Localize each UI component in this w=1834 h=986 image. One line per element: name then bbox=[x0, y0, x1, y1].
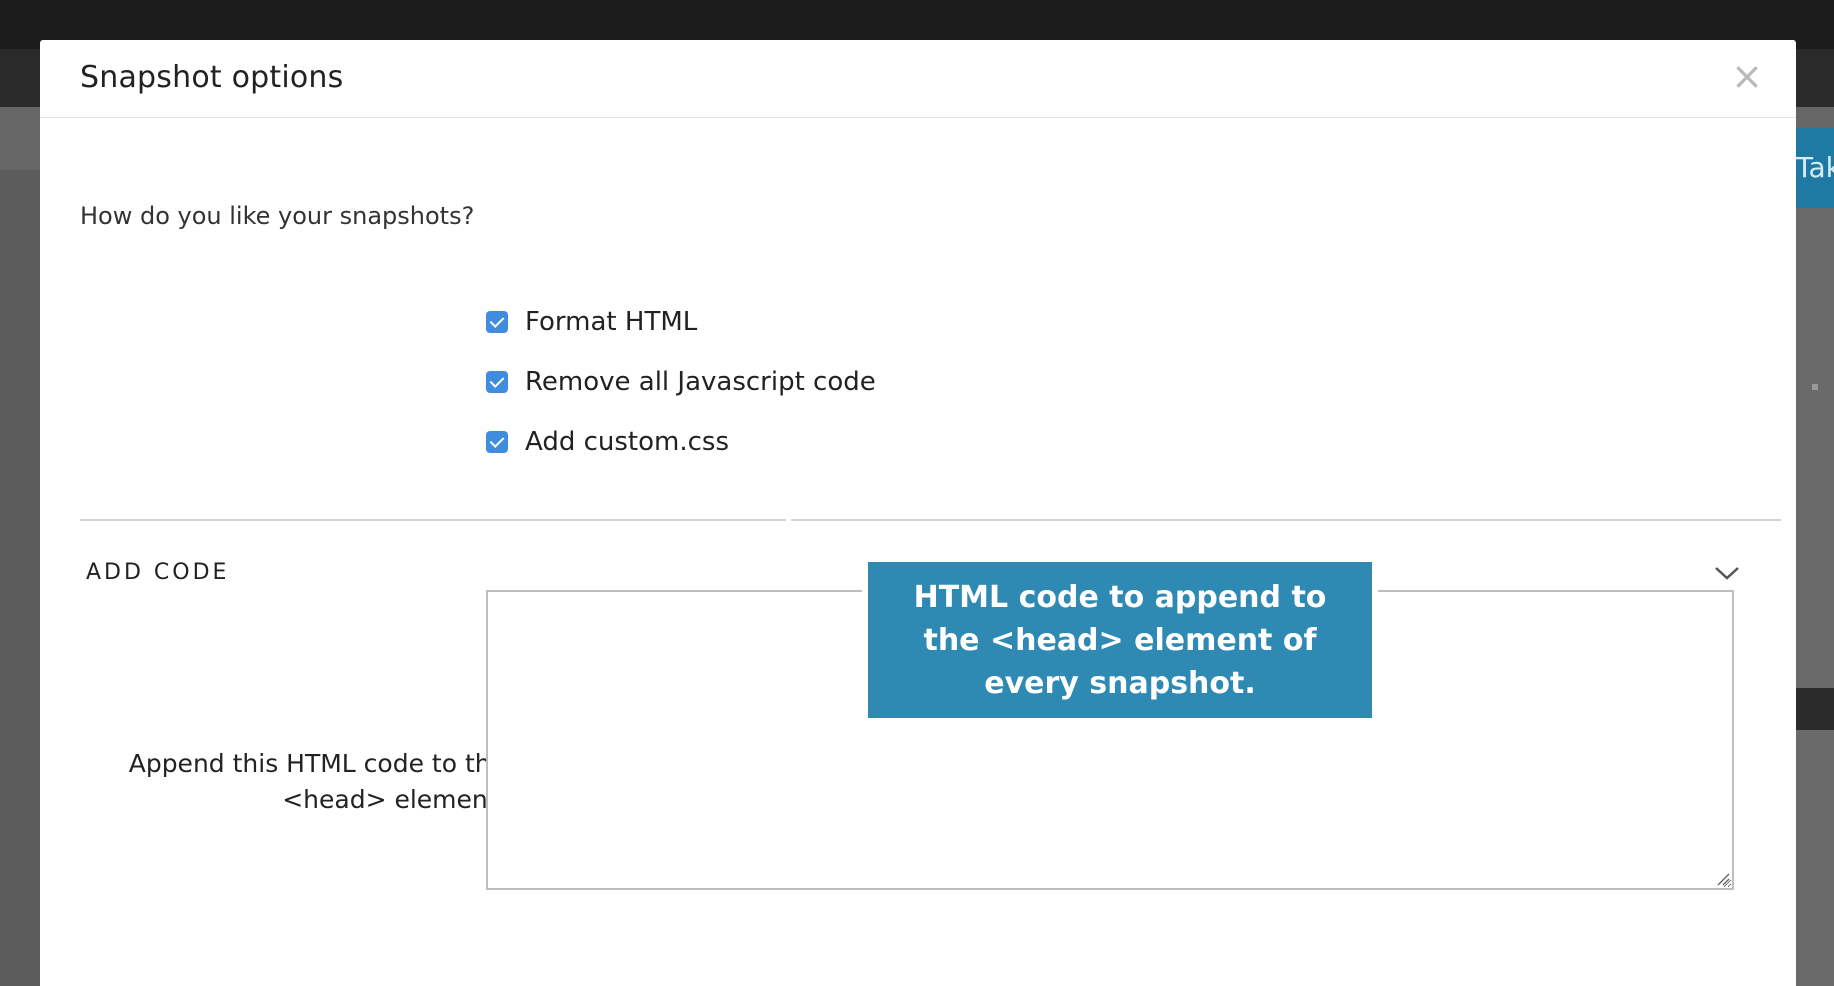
option-remove-javascript[interactable]: Remove all Javascript code bbox=[486, 362, 876, 402]
add-custom-css-checkbox[interactable] bbox=[486, 431, 508, 453]
head-code-label: Append this HTML code to the <head> elem… bbox=[128, 749, 506, 814]
snapshot-options-list: Format HTML Remove all Javascript code A… bbox=[486, 302, 876, 482]
option-add-custom-css[interactable]: Add custom.css bbox=[486, 422, 876, 462]
background-left-panel bbox=[0, 170, 40, 986]
option-label: Add custom.css bbox=[525, 427, 730, 457]
format-html-checkbox[interactable] bbox=[486, 311, 508, 333]
section-divider bbox=[80, 519, 786, 521]
chevron-down-icon[interactable] bbox=[1712, 558, 1742, 588]
remove-javascript-checkbox[interactable] bbox=[486, 371, 508, 393]
section-divider bbox=[791, 519, 1781, 521]
option-format-html[interactable]: Format HTML bbox=[486, 302, 876, 342]
head-code-tooltip: HTML code to append to the <head> elemen… bbox=[868, 562, 1372, 718]
close-icon[interactable]: × bbox=[1731, 54, 1763, 98]
modal-header: Snapshot options × bbox=[40, 40, 1796, 118]
intro-text: How do you like your snapshots? bbox=[80, 202, 475, 230]
snapshot-options-modal: Snapshot options × How do you like your … bbox=[40, 40, 1796, 986]
add-code-section-title[interactable]: ADD CODE bbox=[86, 560, 230, 585]
background-strip bbox=[1796, 688, 1834, 730]
resize-handle-icon[interactable] bbox=[1716, 872, 1730, 886]
option-label: Remove all Javascript code bbox=[525, 367, 876, 397]
take-snapshot-button: Take bbox=[1790, 128, 1834, 208]
option-label: Format HTML bbox=[525, 307, 698, 337]
background-handle bbox=[1812, 384, 1818, 390]
modal-title: Snapshot options bbox=[80, 60, 344, 95]
background-right-panel bbox=[1796, 170, 1834, 986]
